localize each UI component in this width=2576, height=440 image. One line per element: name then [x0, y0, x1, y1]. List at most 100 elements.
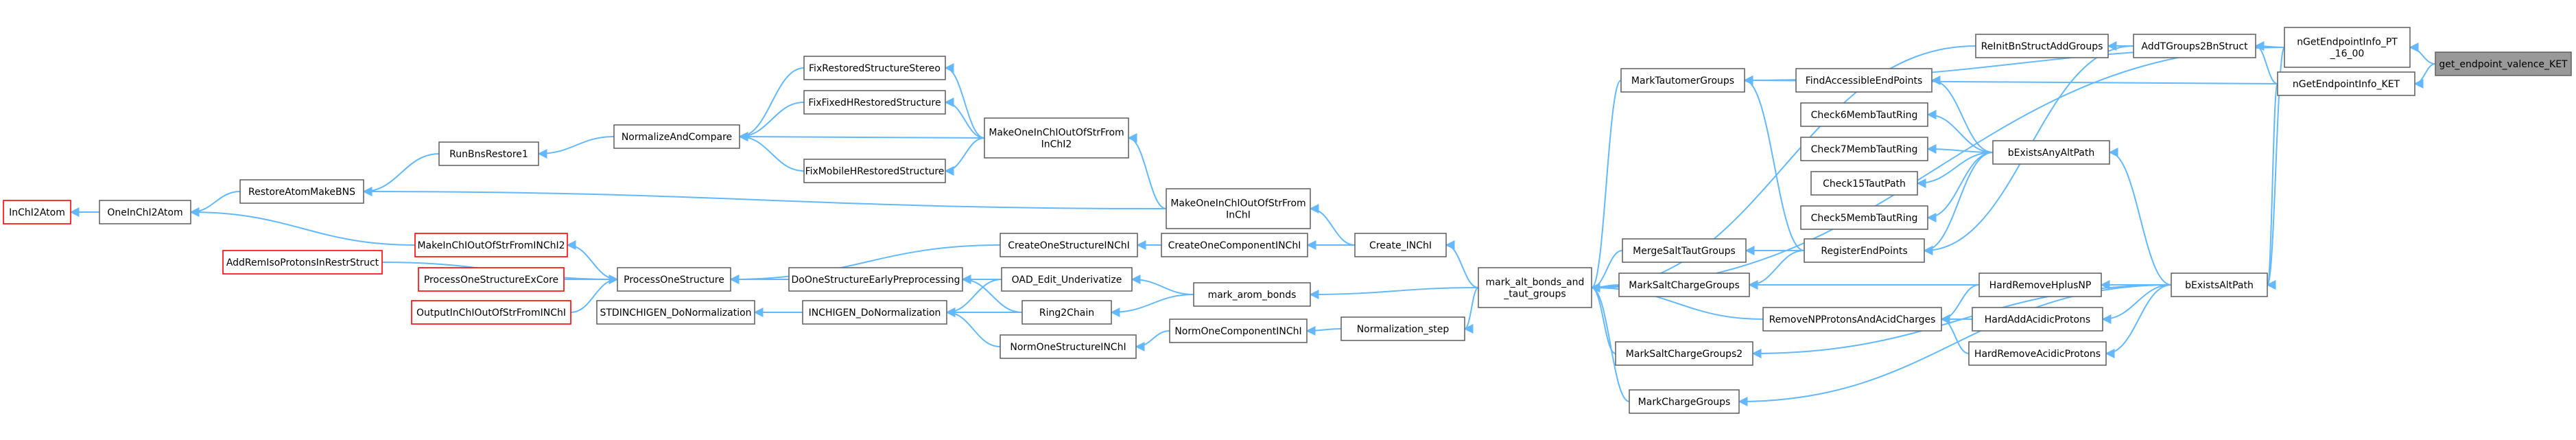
node-box[interactable]: [2277, 71, 2415, 96]
node-normonecomponentinchi[interactable]: NormOneComponentINChI: [1169, 319, 1308, 343]
node-mark_alt_bonds_and_taut_groups[interactable]: mark_alt_bonds_and_taut_groups: [1478, 267, 1592, 308]
node-box[interactable]: [1021, 300, 1112, 325]
node-box[interactable]: [2435, 51, 2572, 76]
node-inchigen_donormalization[interactable]: INCHIGEN_DoNormalization: [802, 300, 947, 325]
node-box[interactable]: [3, 200, 71, 224]
node-box[interactable]: [1615, 341, 1753, 366]
node-oad_edit_underivatize[interactable]: OAD_Edit_Underivatize: [1001, 267, 1133, 292]
node-inchi2atom[interactable]: InChI2Atom: [3, 200, 71, 224]
node-marktautomergroups[interactable]: MarkTautomerGroups: [1620, 68, 1745, 93]
node-marksaltchargegroups[interactable]: MarkSaltChargeGroups: [1618, 273, 1750, 297]
node-box[interactable]: [438, 141, 539, 166]
node-box[interactable]: [1800, 137, 1928, 161]
node-fixmobilehrestoredstructure[interactable]: FixMobileHRestoredStructure: [803, 159, 946, 183]
node-doonestructureearlypreprocessing[interactable]: DoOneStructureEarlyPreprocessing: [788, 267, 963, 292]
node-registerendpoints[interactable]: RegisterEndPoints: [1804, 238, 1925, 263]
node-box[interactable]: [1478, 267, 1592, 308]
node-fixrestoredstructurestereo[interactable]: FixRestoredStructureStereo: [803, 56, 946, 80]
node-box[interactable]: [1193, 282, 1311, 307]
node-createonecomponentinchi[interactable]: CreateOneComponentINChI: [1161, 233, 1308, 257]
node-hardremovehplusnp[interactable]: HardRemoveHplusNP: [1978, 273, 2102, 297]
node-box[interactable]: [617, 267, 731, 292]
node-box[interactable]: [1810, 171, 1918, 196]
node-processonestructureexcore[interactable]: ProcessOneStructureExCore: [418, 267, 565, 292]
node-markchargegroups[interactable]: MarkChargeGroups: [1629, 389, 1740, 414]
node-box[interactable]: [1972, 307, 2103, 332]
node-box[interactable]: [1000, 233, 1138, 257]
node-box[interactable]: [1629, 389, 1740, 414]
node-mergesalttautgroups[interactable]: MergeSaltTautGroups: [1622, 238, 1747, 263]
node-box[interactable]: [1992, 140, 2110, 165]
node-box[interactable]: [788, 267, 963, 292]
node-box[interactable]: [1000, 334, 1137, 359]
node-box[interactable]: [1800, 205, 1928, 230]
node-box[interactable]: [1622, 238, 1747, 263]
node-hardremoveacidicprotons[interactable]: HardRemoveAcidicProtons: [1968, 341, 2107, 366]
node-reinitbnstructaddgroups[interactable]: ReInitBnStructAddGroups: [1975, 34, 2109, 58]
node-addtgroups2bnstruct[interactable]: AddTGroups2BnStruct: [2133, 34, 2256, 58]
node-normalization_step[interactable]: Normalization_step: [1340, 316, 1465, 341]
node-oneinchi2atom[interactable]: OneInChI2Atom: [99, 200, 191, 224]
node-normonestructureinchi[interactable]: NormOneStructureINChI: [1000, 334, 1137, 359]
node-box[interactable]: [1169, 319, 1308, 343]
node-box[interactable]: [411, 300, 571, 325]
node-box[interactable]: [613, 124, 740, 149]
node-box[interactable]: [1800, 102, 1928, 127]
node-bexistsanyaltpath[interactable]: bExistsAnyAltPath: [1992, 140, 2110, 165]
node-check15tautpath[interactable]: Check15TautPath: [1810, 171, 1918, 196]
node-processonestructure[interactable]: ProcessOneStructure: [617, 267, 731, 292]
node-box[interactable]: [803, 159, 946, 183]
node-createonestructureinchi[interactable]: CreateOneStructureINChI: [1000, 233, 1138, 257]
node-box[interactable]: [1968, 341, 2107, 366]
node-findaccessibleendpoints[interactable]: FindAccessibleEndPoints: [1795, 68, 1933, 93]
node-box[interactable]: [414, 233, 568, 257]
node-runbnsrestore1[interactable]: RunBnsRestore1: [438, 141, 539, 166]
node-addremisoprotonsinrestrstruct[interactable]: AddRemIsoProtonsInRestrStruct: [222, 250, 383, 275]
node-box[interactable]: [1354, 233, 1447, 257]
node-box[interactable]: [802, 300, 947, 325]
node-normalizeandcompare[interactable]: NormalizeAndCompare: [613, 124, 740, 149]
node-marksaltchargegroups2[interactable]: MarkSaltChargeGroups2: [1615, 341, 1753, 366]
node-check6membtautring[interactable]: Check6MembTautRing: [1800, 102, 1928, 127]
node-bexistsaltpath[interactable]: bExistsAltPath: [2171, 273, 2268, 297]
node-box[interactable]: [239, 179, 364, 204]
node-box[interactable]: [803, 56, 946, 80]
node-check7membtautring[interactable]: Check7MembTautRing: [1800, 137, 1928, 161]
node-box[interactable]: [2171, 273, 2268, 297]
node-box[interactable]: [1762, 307, 1942, 332]
node-makeinchioutofstrfrominchi2[interactable]: MakeInChIOutOfStrFromINChI2: [414, 233, 568, 257]
node-mark_arom_bonds[interactable]: mark_arom_bonds: [1193, 282, 1311, 307]
node-box[interactable]: [1804, 238, 1925, 263]
node-create_inchi[interactable]: Create_INChI: [1354, 233, 1447, 257]
node-box[interactable]: [1161, 233, 1308, 257]
node-get_endpoint_valence_ket[interactable]: get_endpoint_valence_KET: [2435, 51, 2572, 76]
node-box[interactable]: [984, 117, 1129, 159]
node-outputinchioutofstrfrominchi[interactable]: OutputInChIOutOfStrFromINChI: [411, 300, 571, 325]
node-box[interactable]: [418, 267, 565, 292]
node-box[interactable]: [803, 90, 946, 115]
node-ngetendpointinfo_pt_16_00[interactable]: nGetEndpointInfo_PT_16_00: [2284, 27, 2411, 68]
node-box[interactable]: [1618, 273, 1750, 297]
node-box[interactable]: [1978, 273, 2102, 297]
node-box[interactable]: [596, 300, 755, 325]
node-restoreatommakebns[interactable]: RestoreAtomMakeBNS: [239, 179, 364, 204]
node-box[interactable]: [2133, 34, 2256, 58]
node-box[interactable]: [1166, 188, 1311, 229]
node-box[interactable]: [99, 200, 191, 224]
node-box[interactable]: [1975, 34, 2109, 58]
node-ring2chain[interactable]: Ring2Chain: [1021, 300, 1112, 325]
node-box[interactable]: [222, 250, 383, 275]
node-stdinchigen_donormalization[interactable]: STDINCHIGEN_DoNormalization: [596, 300, 755, 325]
node-hardaddacidicprotons[interactable]: HardAddAcidicProtons: [1972, 307, 2103, 332]
node-box[interactable]: [2284, 27, 2411, 68]
node-check5membtautring[interactable]: Check5MembTautRing: [1800, 205, 1928, 230]
node-box[interactable]: [1795, 68, 1933, 93]
node-removenpprotonsandacidcharges[interactable]: RemoveNPProtonsAndAcidCharges: [1762, 307, 1942, 332]
node-fixfixedhrestoredstructure[interactable]: FixFixedHRestoredStructure: [803, 90, 946, 115]
node-ngetendpointinfo_ket[interactable]: nGetEndpointInfo_KET: [2277, 71, 2415, 96]
node-box[interactable]: [1620, 68, 1745, 93]
node-box[interactable]: [1340, 316, 1465, 341]
node-box[interactable]: [1001, 267, 1133, 292]
